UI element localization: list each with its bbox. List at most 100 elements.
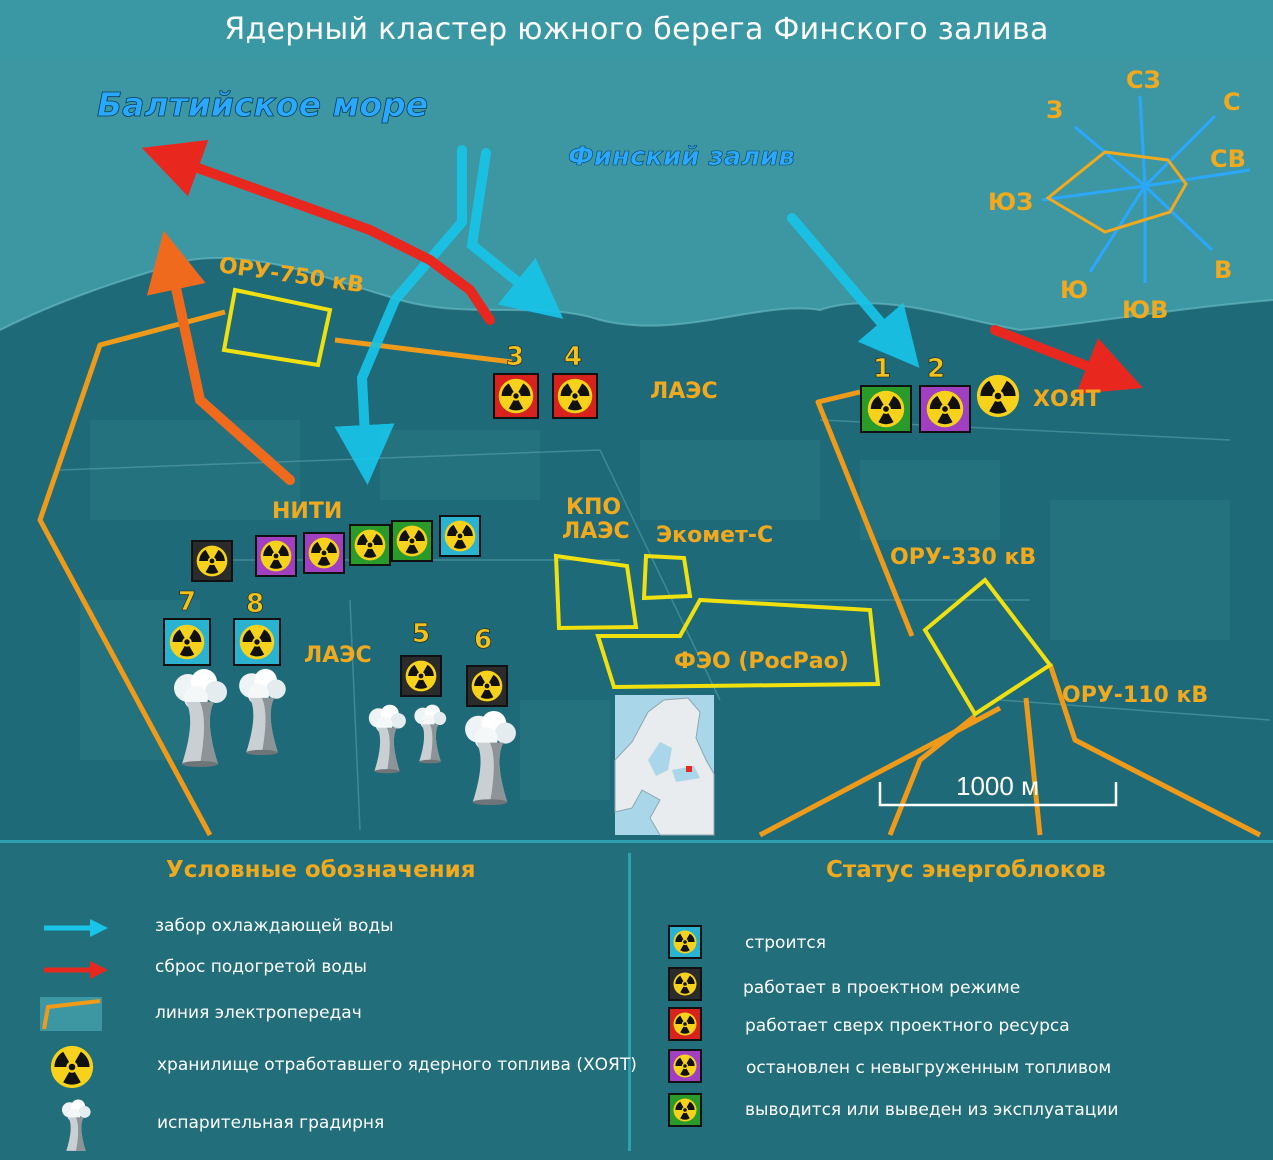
power-line-east-3 xyxy=(1047,663,1262,838)
niti-unit-construction[interactable] xyxy=(439,515,481,557)
feo-outline xyxy=(595,597,881,690)
baltic-sea-label: Балтийское море xyxy=(97,85,428,124)
title-bar: Ядерный кластер южного берега Финского з… xyxy=(0,0,1273,58)
status-item-decommissioned: выводится или выведен из эксплуатации xyxy=(745,1100,1119,1120)
khoyat-storage[interactable] xyxy=(976,374,1020,418)
kpo-label-line1: КПО xyxy=(566,495,621,520)
wind-rose-outline xyxy=(1045,150,1188,234)
inset-locator-map xyxy=(614,695,715,836)
niti-unit-operating[interactable] xyxy=(191,540,233,582)
site-outlines xyxy=(221,287,1053,717)
location-marker xyxy=(686,766,692,772)
reactor-unit-8[interactable] xyxy=(233,618,281,666)
hot-water-arrow-icon xyxy=(44,961,108,979)
power-line-west xyxy=(37,309,226,837)
intake-arrow-laes xyxy=(466,148,564,319)
ekomet-outline xyxy=(641,553,693,601)
status-construction-icon xyxy=(668,925,702,959)
compass-ne: СВ xyxy=(1210,145,1246,173)
discharge-arrow-niti xyxy=(146,230,295,485)
legend-item-cold-water: забор охлаждающей воды xyxy=(155,916,394,936)
status-item-construction: строится xyxy=(745,933,826,953)
oru750-outline xyxy=(221,287,333,368)
compass-rose: СЗ С СВ В ЮВ Ю ЮЗ З xyxy=(988,66,1251,324)
power-line-icon xyxy=(40,997,102,1031)
scale-label: 1000 м xyxy=(956,771,1039,801)
status-item-operating: работает в проектном режиме xyxy=(743,978,1021,998)
compass-s: Ю xyxy=(1060,276,1088,304)
land-texture xyxy=(80,420,1230,800)
kpo-label-line2: ЛАЭС xyxy=(562,519,630,544)
status-item-stopped: остановлен с невыгруженным топливом xyxy=(746,1058,1112,1078)
khoyat-storage-icon xyxy=(50,1045,94,1089)
power-line-oru750-laes xyxy=(334,337,513,365)
compass-sw: ЮЗ xyxy=(988,188,1033,216)
unit-number-7: 7 xyxy=(178,587,196,617)
status-stopped-icon xyxy=(668,1049,702,1083)
power-line-east-2 xyxy=(1023,697,1043,836)
feo-label: ФЭО (РосРао) xyxy=(674,649,849,674)
map: Балтийское море Финский залив xyxy=(0,58,1273,840)
power-line-east-4 xyxy=(887,714,977,836)
power-lines xyxy=(37,309,1262,838)
status-decommissioned-icon xyxy=(668,1093,702,1127)
status-heading: Статус энергоблоков xyxy=(826,857,1106,883)
scale-bar: 1000 м xyxy=(878,771,1118,807)
laes-north-label: ЛАЭС xyxy=(650,379,718,404)
legend-item-power-line: линия электропередач xyxy=(155,1003,362,1023)
oru330-label: ОРУ-330 кВ xyxy=(890,545,1036,570)
intake-arrow-khoyat xyxy=(787,213,920,368)
compass-n: С xyxy=(1223,88,1241,116)
status-extended-icon xyxy=(668,1007,702,1041)
cold-water-arrow-icon xyxy=(44,919,108,937)
intake-arrow-west xyxy=(334,145,467,485)
compass-e: В xyxy=(1214,256,1232,284)
cold-water-arrows xyxy=(334,145,920,485)
legend-item-cooling-tower: испарительная градирня xyxy=(157,1113,385,1133)
compass-nw: СЗ xyxy=(1126,66,1161,94)
legend-heading: Условные обозначения xyxy=(166,857,476,883)
reactor-unit-5[interactable] xyxy=(400,655,442,697)
niti-unit-decommissioned-2[interactable] xyxy=(391,520,433,562)
reactor-unit-1[interactable] xyxy=(860,385,912,433)
unit-number-2: 2 xyxy=(927,354,945,384)
niti-unit-decommissioned-1[interactable] xyxy=(349,524,391,566)
unit-number-5: 5 xyxy=(412,619,430,649)
unit-number-3: 3 xyxy=(506,342,524,372)
cooling-tower-icon xyxy=(61,1099,91,1151)
reactor-unit-3[interactable] xyxy=(493,373,539,419)
compass-se: ЮВ xyxy=(1122,296,1168,324)
reactor-unit-6[interactable] xyxy=(466,665,508,707)
niti-unit-stopped-2[interactable] xyxy=(303,532,345,574)
legend-item-hot-water: сброс подогретой воды xyxy=(155,957,367,977)
legend-divider xyxy=(628,853,631,1151)
status-operating-icon xyxy=(668,967,702,1001)
page-title: Ядерный кластер южного берега Финского з… xyxy=(224,11,1049,47)
status-item-extended: работает сверх проектного ресурса xyxy=(745,1016,1070,1036)
unit-number-4: 4 xyxy=(564,342,582,372)
unit-number-8: 8 xyxy=(246,589,264,619)
compass-w: З xyxy=(1046,96,1063,124)
niti-unit-stopped-1[interactable] xyxy=(255,535,297,577)
laes-south-label: ЛАЭС xyxy=(304,643,372,668)
hot-water-arrows xyxy=(141,139,1143,485)
reactor-units xyxy=(163,373,1020,707)
oru110-label: ОРУ-110 кВ xyxy=(1062,683,1208,708)
unit-number-1: 1 xyxy=(873,354,891,384)
kpo-outline xyxy=(553,553,639,631)
legend-item-khoyat: хранилище отработавшего ядерного топлива… xyxy=(157,1055,637,1075)
unit-number-6: 6 xyxy=(474,625,492,655)
gulf-label: Финский залив xyxy=(568,142,795,172)
ekomet-label: Экомет-С xyxy=(656,523,773,548)
reactor-unit-2[interactable] xyxy=(919,385,971,433)
power-line-khoyat xyxy=(815,389,915,637)
oru330-outline xyxy=(922,577,1053,717)
legend-panel: Условные обозначения Статус энергоблоков… xyxy=(0,840,1273,1160)
khoyat-label: ХОЯТ xyxy=(1033,387,1101,412)
reactor-unit-7[interactable] xyxy=(163,618,211,666)
niti-label: НИТИ xyxy=(272,499,342,524)
reactor-unit-4[interactable] xyxy=(552,373,598,419)
discharge-arrow-east xyxy=(990,325,1143,394)
discharge-arrow-north xyxy=(141,139,495,325)
